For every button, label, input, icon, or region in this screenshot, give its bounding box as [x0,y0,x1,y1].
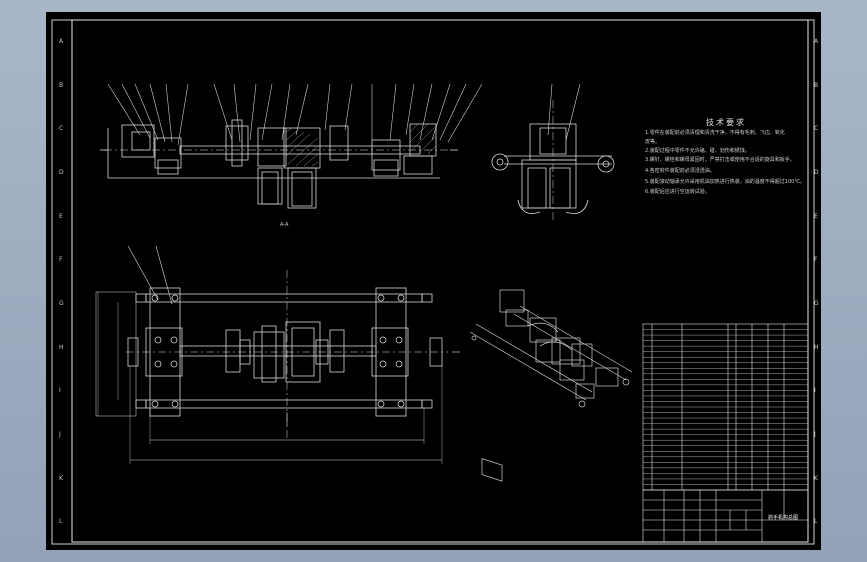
zone-marker-right-i: I [814,387,816,395]
zone-marker-right-k: K [814,474,818,482]
zone-marker-left-h: H [59,343,64,351]
zone-marker-left-j: J [59,430,61,438]
title-block [642,489,809,543]
zone-marker-left-i: I [59,387,61,395]
zone-marker-left-c: C [59,125,64,133]
drawing-sheet [46,12,821,550]
side-view [491,83,615,220]
front-view [100,83,483,209]
plan-view [95,245,460,464]
tech-requirement-line-4: 3.螺钉、螺栓和螺母紧固时，严禁打击或使用不合适的旋具和扳手。 [645,157,795,163]
tech-requirement-line-7: 6.装配后应进行空运转试验。 [645,189,710,195]
outer-frame [51,19,815,545]
zone-marker-left-a: A [59,37,64,45]
zone-marker-left-b: B [59,81,64,89]
isometric-view [469,289,633,482]
tech-requirement-line-6: 5.装配滚动轴承允许采用机油加热进行热装，油的温度不得超过100℃。 [645,179,805,185]
zone-marker-right-d: D [814,168,819,176]
zone-marker-right-b: B [814,81,819,89]
tech-requirements-title: 技术要求 [706,118,746,127]
zone-marker-right-f: F [814,256,818,264]
zone-marker-right-e: E [814,212,818,220]
zone-marker-right-g: G [814,299,819,307]
zone-marker-left-d: D [59,168,64,176]
hatch-center [285,127,319,167]
tech-requirement-line-1: 1.零件在装配前必须清理和清洗干净，不得有毛刺、飞边、氧化 [645,130,785,136]
tech-requirement-line-3: 2.装配过程中零件不允许磕、碰、划伤和锈蚀。 [645,148,750,154]
section-mark-front: A-A [280,222,289,228]
zone-marker-right-l: L [814,518,818,526]
tech-requirement-line-2: 皮等。 [645,139,661,145]
zone-marker-right-c: C [814,125,819,133]
zone-marker-left-l: L [59,518,63,526]
inner-frame [71,19,809,543]
parts-list-rows [643,329,808,485]
zone-marker-right-h: H [814,343,819,351]
zone-marker-left-f: F [59,256,63,264]
tech-requirement-line-5: 4.各密封件装配前必须浸透油。 [645,168,715,174]
zone-marker-left-e: E [59,212,63,220]
zone-marker-left-g: G [59,299,64,307]
zone-marker-right-a: A [814,37,819,45]
drawing-title: 抓手机构总图 [768,515,799,521]
zone-marker-right-j: J [814,430,816,438]
zone-marker-left-k: K [59,474,63,482]
